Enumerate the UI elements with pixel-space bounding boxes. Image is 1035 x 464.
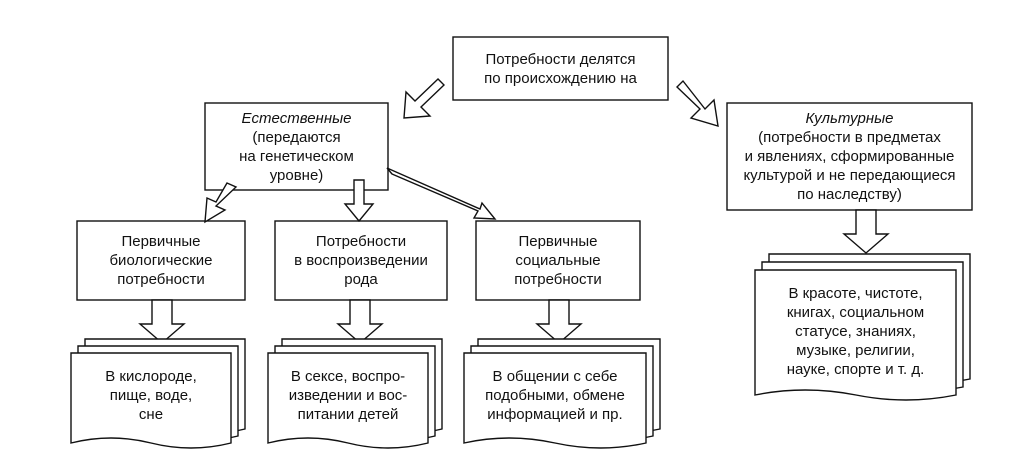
natural-label: Естественные (передаются на генетическом… — [239, 109, 354, 184]
arrow-to-social — [386, 167, 497, 220]
bio-label: Первичные биологические потребности — [109, 233, 213, 288]
arrow-to-bio — [204, 182, 238, 224]
repro-doc-stack — [267, 338, 443, 449]
bio-doc-stack — [70, 338, 246, 449]
natural-box — [204, 102, 389, 191]
cultural-label: Культурные (потребности в предметах и яв… — [743, 110, 956, 203]
repro-box — [274, 220, 448, 301]
cultural-doc-stack — [754, 253, 971, 401]
arrow-cultural-down — [842, 209, 890, 254]
social-label: Первичные социальные потребности — [514, 233, 602, 288]
social-box — [475, 220, 641, 301]
arrow-to-natural — [403, 78, 446, 119]
natural-title: Естественные — [241, 109, 352, 127]
repro-doc-text: В сексе, воспро- изведении и вос- питани… — [288, 368, 408, 423]
arrow-bio-down — [138, 299, 186, 344]
root-box — [452, 36, 669, 101]
repro-label: Потребности в воспроизведении рода — [294, 233, 428, 288]
bio-box — [76, 220, 246, 301]
cultural-doc-text: В красоте, чистоте, книгах, социальном с… — [786, 285, 925, 378]
arrow-to-cultural — [675, 79, 719, 127]
arrow-social-down — [535, 299, 583, 344]
social-doc-text: В общении с себе подобными, обмене инфор… — [485, 368, 625, 423]
arrow-to-repro — [343, 179, 375, 223]
social-doc-stack — [463, 338, 661, 449]
root-label: Потребности делятся по происхождению на — [484, 50, 637, 87]
bio-doc-text: В кислороде, пище, воде, сне — [105, 368, 197, 423]
arrow-repro-down — [336, 299, 384, 344]
cultural-box — [726, 102, 973, 211]
cultural-title: Культурные — [805, 110, 894, 127]
